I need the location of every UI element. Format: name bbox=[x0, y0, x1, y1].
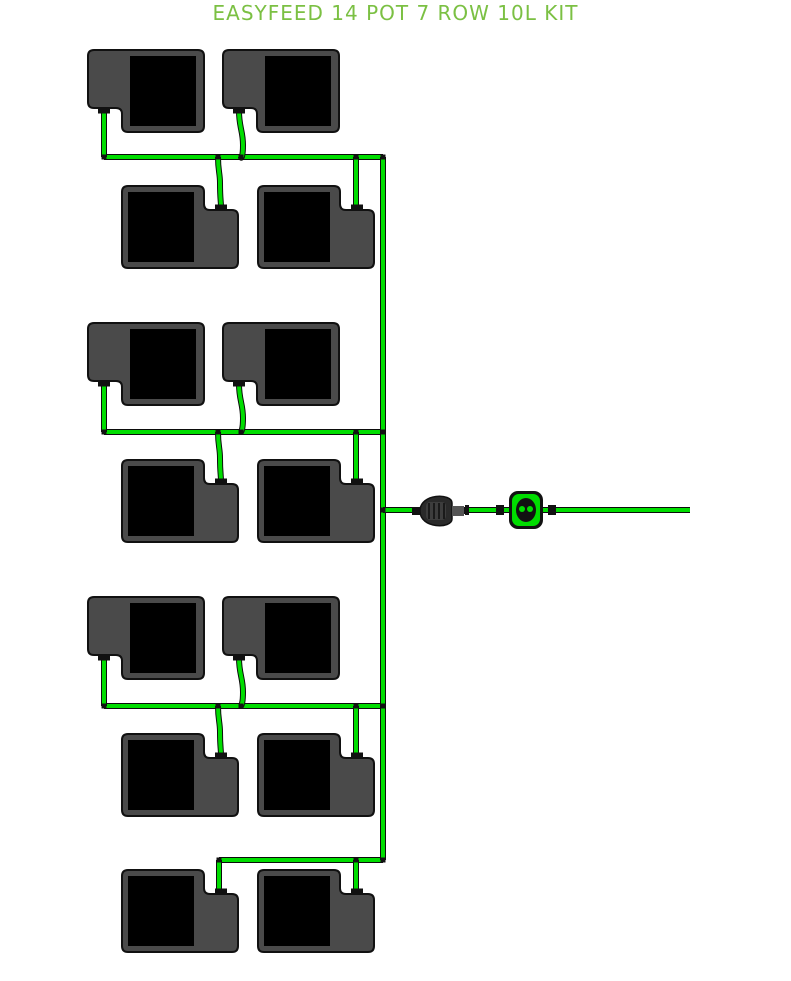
pot-fitting bbox=[351, 752, 363, 758]
tee-connector bbox=[380, 703, 386, 709]
pot-well bbox=[130, 329, 196, 399]
pot-9 bbox=[87, 596, 205, 680]
pot-5 bbox=[87, 322, 205, 406]
tee-connector bbox=[353, 703, 359, 709]
filter-outlet bbox=[452, 506, 464, 516]
pot-well bbox=[128, 876, 194, 946]
pot-fitting bbox=[351, 888, 363, 894]
filter-grip bbox=[443, 503, 445, 519]
pot-8 bbox=[257, 459, 375, 543]
filter-grip bbox=[433, 503, 435, 519]
pot-1 bbox=[87, 49, 205, 133]
filter-grip bbox=[428, 503, 430, 519]
tee-connector bbox=[380, 154, 386, 160]
dripper-tube bbox=[216, 705, 223, 756]
valve-inlet bbox=[496, 505, 504, 515]
pot-fitting bbox=[233, 655, 245, 661]
pot-fitting bbox=[233, 108, 245, 114]
page-title: EASYFEED 14 POT 7 ROW 10L KIT bbox=[212, 1, 579, 25]
pot-10 bbox=[222, 596, 340, 680]
pot-well bbox=[128, 192, 194, 262]
tee-connector bbox=[380, 429, 386, 435]
pot-well bbox=[128, 740, 194, 810]
tee-connector bbox=[216, 857, 222, 863]
pot-13 bbox=[121, 869, 239, 953]
tee-connector bbox=[215, 703, 221, 709]
pot-well bbox=[265, 56, 331, 126]
dripper-tube bbox=[216, 156, 223, 208]
filter-grip bbox=[438, 503, 440, 519]
filter-nut bbox=[464, 508, 468, 514]
pot-well bbox=[265, 329, 331, 399]
elbow-connector bbox=[101, 429, 107, 435]
tee-connector bbox=[238, 429, 244, 435]
pot-11 bbox=[121, 733, 239, 817]
filter-inlet bbox=[412, 507, 422, 515]
pot-well bbox=[265, 603, 331, 673]
pot-well bbox=[264, 466, 330, 536]
tee-connector bbox=[238, 154, 244, 160]
valve-knob bbox=[516, 498, 536, 522]
tee-connector bbox=[353, 154, 359, 160]
pot-well bbox=[130, 56, 196, 126]
pot-fitting bbox=[351, 478, 363, 484]
pot-fitting bbox=[98, 381, 110, 387]
pot-well bbox=[264, 876, 330, 946]
tee-connector bbox=[353, 857, 359, 863]
pot-12 bbox=[257, 733, 375, 817]
dripper-tube bbox=[216, 431, 223, 482]
filter-icon bbox=[412, 495, 468, 527]
pot-fitting bbox=[233, 381, 245, 387]
pot-3 bbox=[121, 185, 239, 269]
pots-layer bbox=[87, 49, 375, 953]
pot-fitting bbox=[98, 655, 110, 661]
pot-fitting bbox=[215, 888, 227, 894]
elbow-connector bbox=[101, 703, 107, 709]
pot-fitting bbox=[351, 204, 363, 210]
filter-cap bbox=[426, 502, 446, 520]
pot-4 bbox=[257, 185, 375, 269]
pot-14 bbox=[257, 869, 375, 953]
valve-port bbox=[527, 506, 533, 512]
pot-well bbox=[130, 603, 196, 673]
pot-well bbox=[264, 192, 330, 262]
pot-fitting bbox=[98, 108, 110, 114]
pot-well bbox=[264, 740, 330, 810]
valve-port bbox=[519, 506, 525, 512]
valve-outlet bbox=[548, 505, 556, 515]
pot-well bbox=[128, 466, 194, 536]
pot-fitting bbox=[215, 204, 227, 210]
pot-fitting bbox=[215, 478, 227, 484]
devices-layer bbox=[412, 491, 556, 529]
pot-6 bbox=[222, 322, 340, 406]
tee-connector bbox=[238, 703, 244, 709]
valve-icon bbox=[496, 491, 556, 529]
tee-connector bbox=[353, 429, 359, 435]
pot-7 bbox=[121, 459, 239, 543]
pot-2 bbox=[222, 49, 340, 133]
elbow-connector bbox=[380, 857, 386, 863]
pot-fitting bbox=[215, 752, 227, 758]
tee-connector bbox=[380, 507, 386, 513]
tee-connector bbox=[215, 154, 221, 160]
fittings-layer bbox=[98, 108, 469, 894]
elbow-connector bbox=[101, 154, 107, 160]
tee-connector bbox=[215, 429, 221, 435]
